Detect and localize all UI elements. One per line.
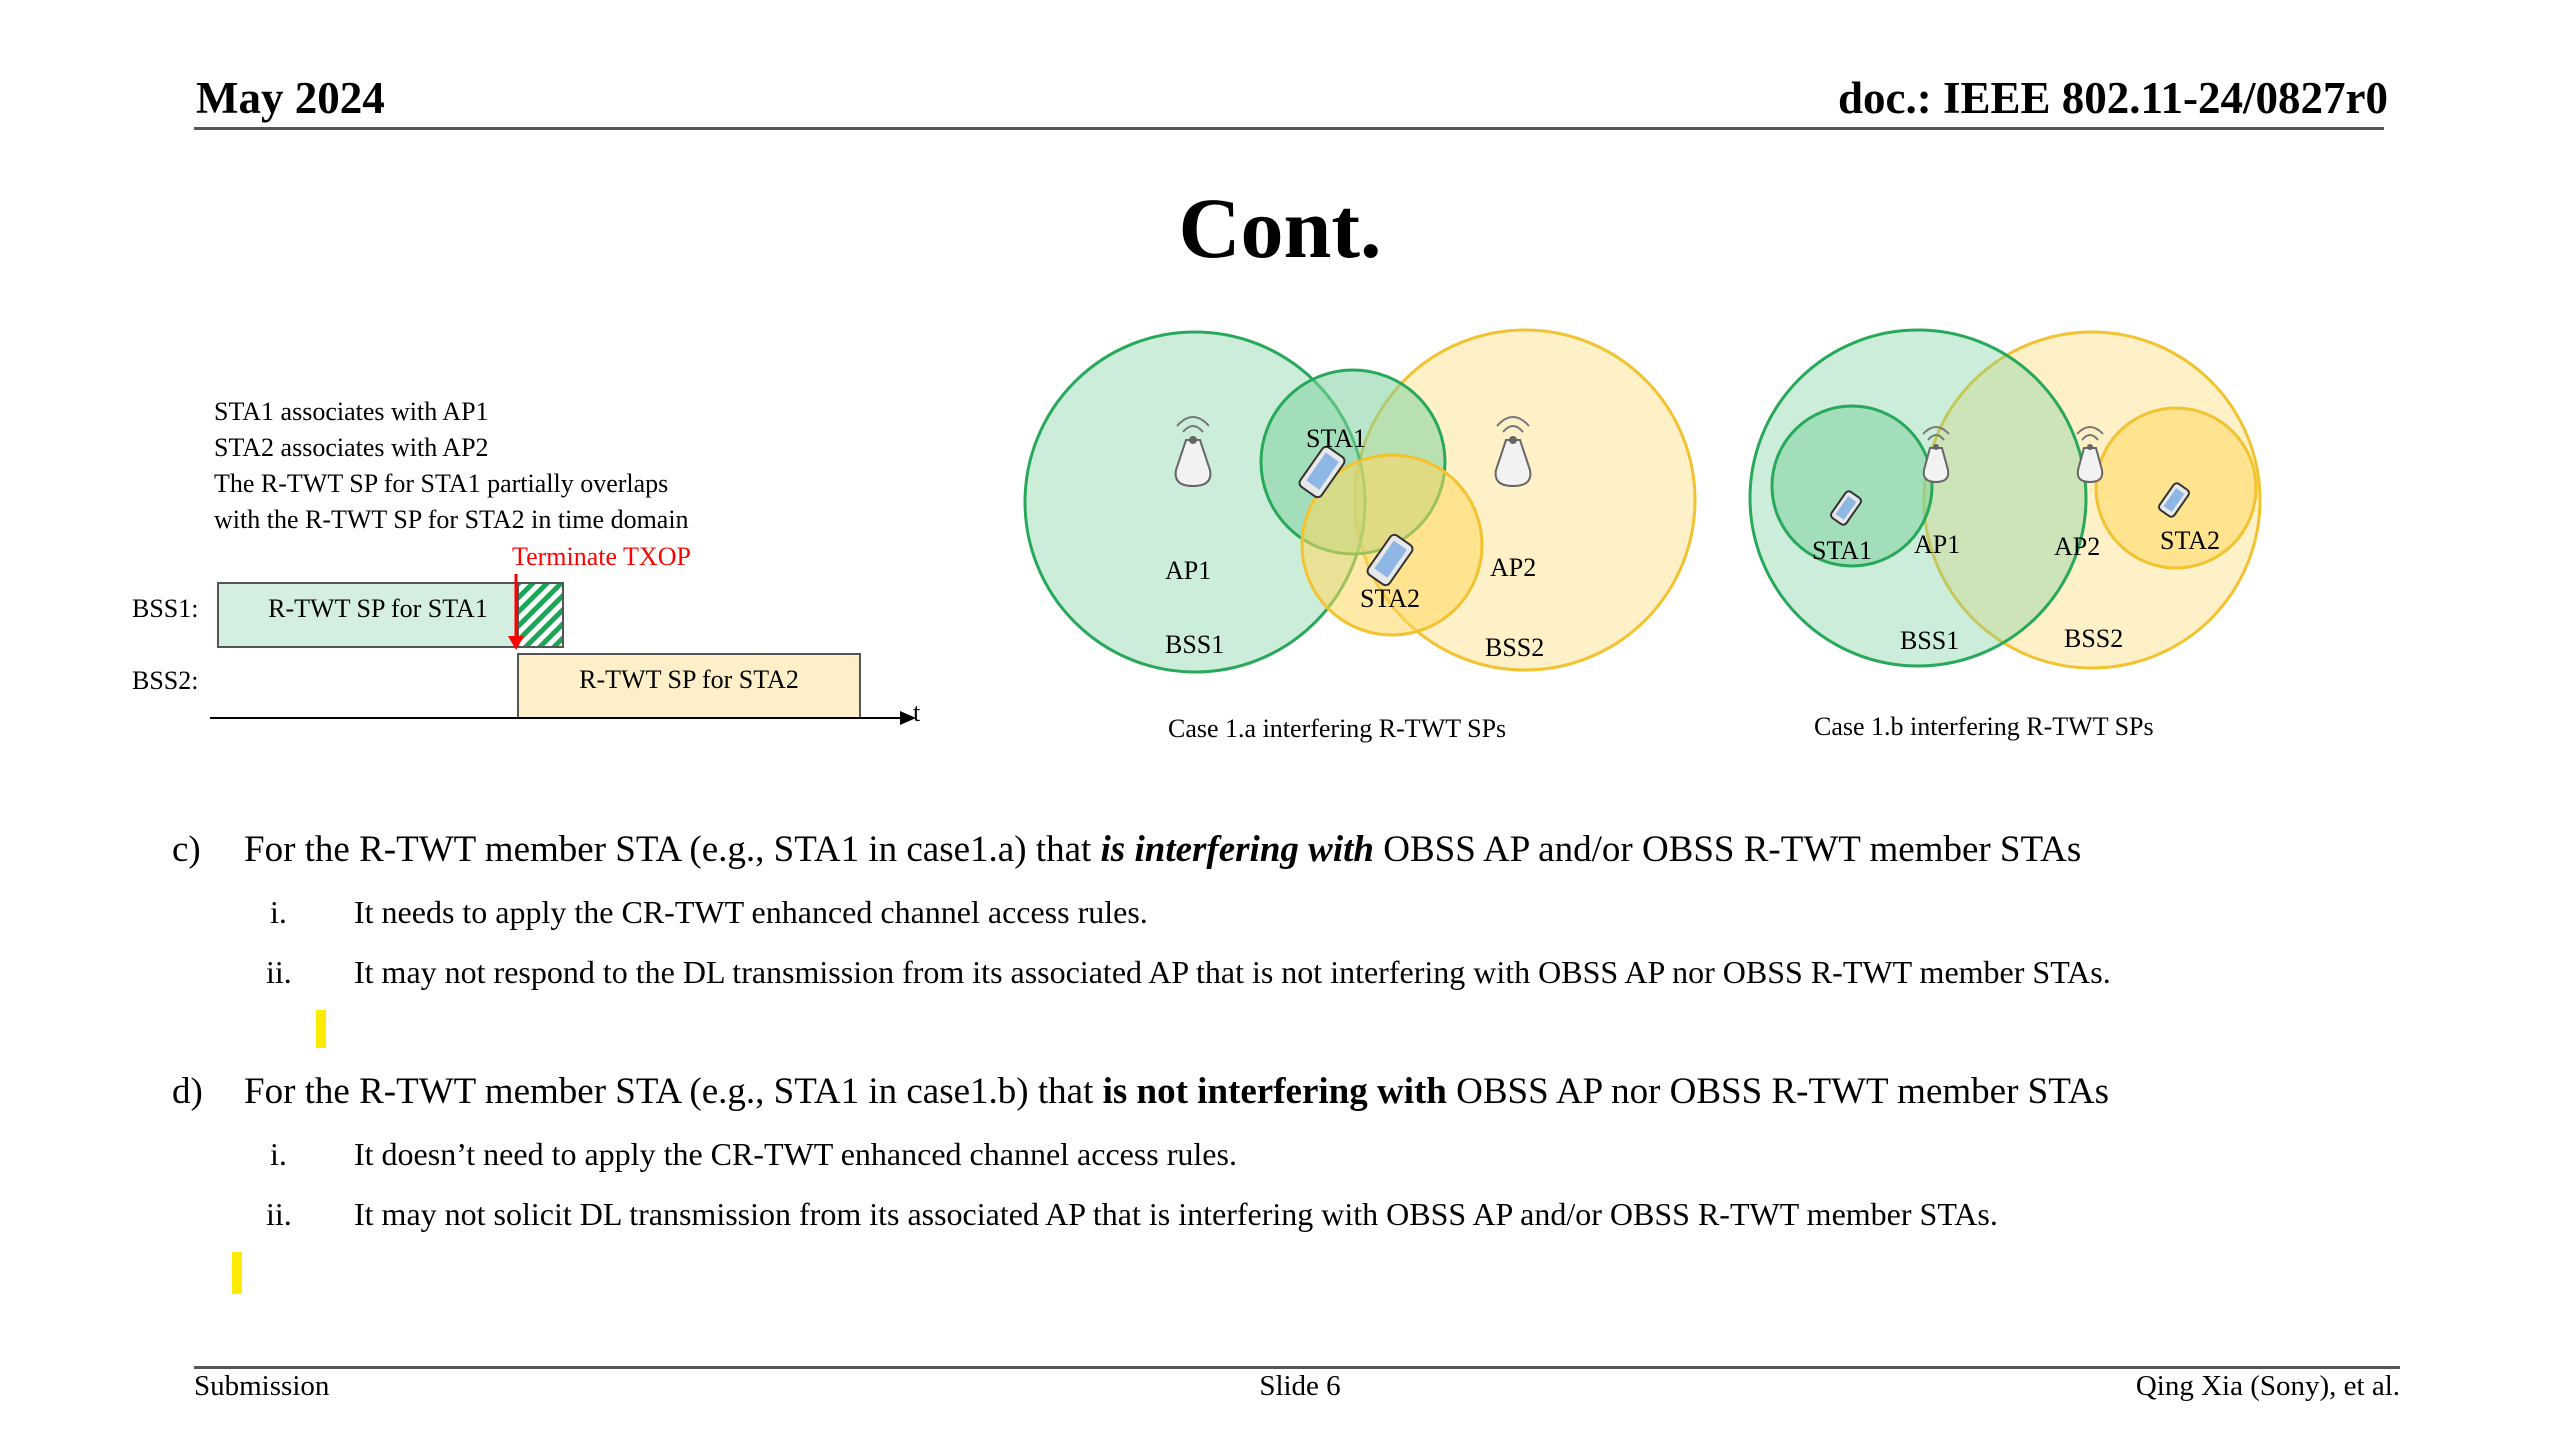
bss1-row-label: BSS1: bbox=[132, 594, 199, 623]
case-b-ap1-label: AP1 bbox=[1914, 530, 1961, 559]
terminate-arrow-head bbox=[508, 636, 524, 650]
bullet-c-i-marker: i. bbox=[270, 894, 287, 930]
case-a-ap1-label: AP1 bbox=[1165, 556, 1212, 585]
terminate-txop-label: Terminate TXOP bbox=[512, 542, 691, 571]
case-b-ap2-label: AP2 bbox=[2054, 532, 2101, 561]
bullet-d-post: OBSS AP nor OBSS R-TWT member STAs bbox=[1446, 1071, 2109, 1112]
case-b-sta2-label: STA2 bbox=[2160, 526, 2221, 555]
case-a-sta1-label: STA1 bbox=[1306, 424, 1367, 453]
sp1-box bbox=[217, 582, 539, 648]
bullet-d-pre: For the R-TWT member STA (e.g., STA1 in … bbox=[244, 1071, 1103, 1112]
footer-submission: Submission bbox=[194, 1370, 330, 1402]
sp1-terminated-hatch bbox=[517, 582, 564, 648]
yellow-highlight-mark bbox=[232, 1252, 242, 1294]
case-a-diagram bbox=[1023, 328, 1697, 674]
time-axis-label: t bbox=[913, 698, 921, 727]
sta1-phone-icon bbox=[1830, 490, 1862, 526]
time-axis-arrow bbox=[900, 711, 916, 725]
bullet-d-ii-marker: ii. bbox=[266, 1196, 292, 1232]
bullet-d-ii-text: It may not solicit DL transmission from … bbox=[354, 1196, 1998, 1232]
case-b-bss1-label: BSS1 bbox=[1900, 626, 1960, 655]
sp1-label: R-TWT SP for STA1 bbox=[268, 594, 488, 623]
timing-notes: STA1 associates with AP1 STA2 associates… bbox=[214, 394, 689, 538]
case-a-bss1-label: BSS1 bbox=[1165, 630, 1225, 659]
sta1-phone-icon bbox=[1298, 445, 1346, 499]
sp2-label: R-TWT SP for STA2 bbox=[579, 665, 799, 694]
bullet-c-post: OBSS AP and/or OBSS R-TWT member STAs bbox=[1373, 829, 2082, 870]
slide-title: Cont. bbox=[1178, 180, 1382, 276]
case-a-sta2-label: STA2 bbox=[1360, 584, 1421, 613]
header-doc-id: doc.: IEEE 802.11-24/0827r0 bbox=[1837, 73, 2388, 123]
bullet-c-marker: c) bbox=[172, 829, 201, 870]
bullet-d-text: For the R-TWT member STA (e.g., STA1 in … bbox=[244, 1070, 2109, 1114]
note-line: with the R-TWT SP for STA2 in time domai… bbox=[214, 505, 689, 534]
bullet-c-i-text: It needs to apply the CR-TWT enhanced ch… bbox=[354, 894, 1148, 930]
header-date: May 2024 bbox=[196, 73, 385, 123]
case-a-bss2-label: BSS2 bbox=[1485, 633, 1545, 662]
case-a-caption: Case 1.a interfering R-TWT SPs bbox=[1168, 714, 1507, 743]
footer-author: Qing Xia (Sony), et al. bbox=[2135, 1370, 2400, 1402]
timing-diagram bbox=[210, 574, 916, 725]
ap1-icon bbox=[1174, 416, 1212, 488]
bullet-c-pre: For the R-TWT member STA (e.g., STA1 in … bbox=[244, 829, 1101, 870]
bullet-c-ii-marker: ii. bbox=[266, 954, 292, 990]
ap1-icon bbox=[1922, 426, 1950, 484]
bullet-d-i-text: It doesn’t need to apply the CR-TWT enha… bbox=[354, 1136, 1237, 1172]
ap2-icon bbox=[1494, 416, 1532, 488]
case-b-bss2-label: BSS2 bbox=[2064, 624, 2124, 653]
sta2-phone-icon bbox=[1366, 533, 1414, 587]
header-rule bbox=[194, 127, 2384, 130]
sta1-coverage bbox=[1770, 404, 1934, 568]
bullet-d-i-marker: i. bbox=[270, 1136, 287, 1172]
note-line: The R-TWT SP for STA1 partially overlaps bbox=[214, 469, 669, 498]
footer-rule bbox=[194, 1366, 2400, 1369]
case-b-sta1-label: STA1 bbox=[1812, 536, 1873, 565]
sta2-phone-icon bbox=[2158, 482, 2190, 518]
footer-slide-number: Slide 6 bbox=[1259, 1370, 1341, 1402]
sp2-box bbox=[517, 653, 861, 719]
bss2-row-label: BSS2: bbox=[132, 666, 199, 695]
note-line: STA1 associates with AP1 bbox=[214, 397, 489, 426]
yellow-highlight-mark bbox=[316, 1010, 326, 1048]
bullet-c-ii-text: It may not respond to the DL transmissio… bbox=[354, 954, 2111, 990]
case-b-caption: Case 1.b interfering R-TWT SPs bbox=[1814, 712, 2154, 741]
bullet-d-marker: d) bbox=[172, 1071, 203, 1112]
bullet-c-emphasis: is interfering with bbox=[1100, 829, 1374, 870]
bullet-d-emphasis: is not interfering with bbox=[1102, 1071, 1447, 1112]
ap2-icon bbox=[2076, 426, 2104, 484]
case-b-diagram bbox=[1748, 328, 2262, 670]
bullet-c-text: For the R-TWT member STA (e.g., STA1 in … bbox=[244, 828, 2081, 872]
note-line: STA2 associates with AP2 bbox=[214, 433, 489, 462]
case-a-ap2-label: AP2 bbox=[1490, 553, 1537, 582]
